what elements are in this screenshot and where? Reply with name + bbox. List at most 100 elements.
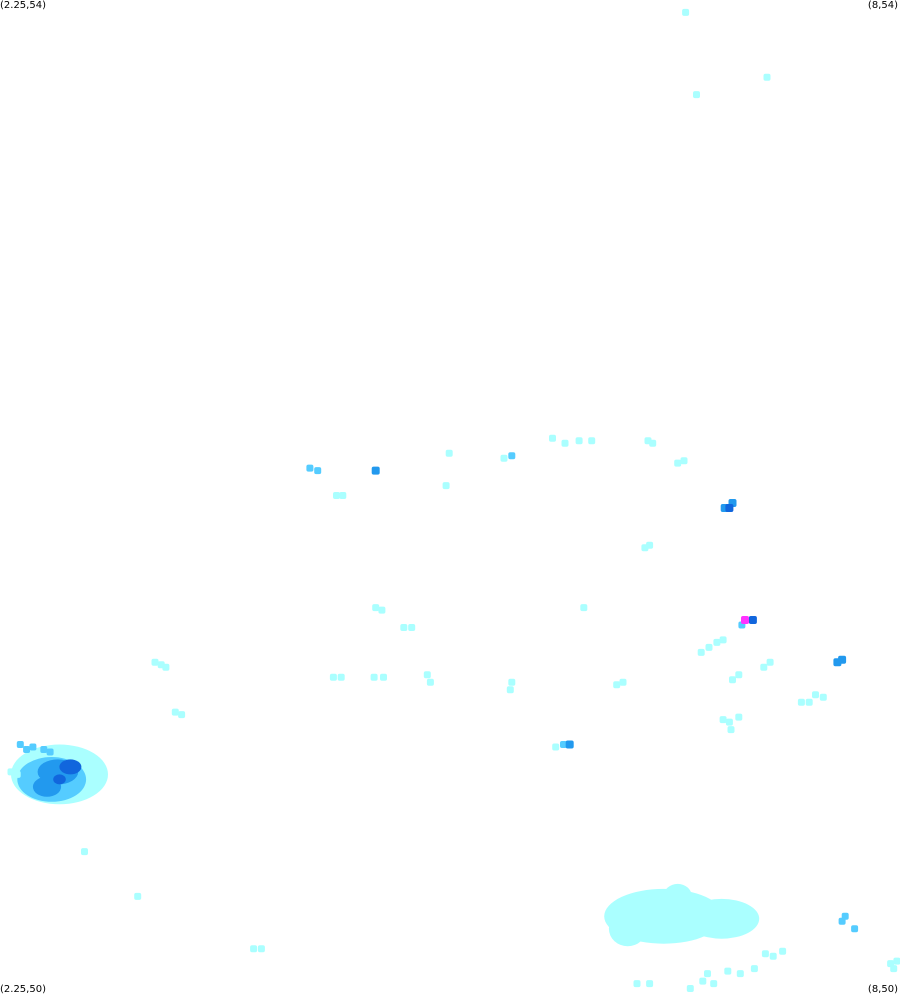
precip-cell-75 [13,770,21,778]
precip-cell-68 [565,740,574,749]
precip-cell-24 [646,541,654,549]
precip-cell-28 [408,624,416,631]
precip-cell-57 [805,698,813,706]
precip-cell-58 [812,691,819,699]
precip-cell-93 [890,965,898,973]
precip-cell-13 [588,437,596,445]
precip-cell-67 [560,741,567,748]
precip-cell-6 [445,449,453,457]
corner-label-bottom-left: (2.25,50) [0,984,46,995]
precip-cell-47 [506,686,514,694]
precip-cell-86 [724,967,732,975]
precip-cell-87 [736,970,744,978]
precip-cell-9 [508,452,516,460]
precip-cell-81 [838,917,846,925]
precip-cell-71 [29,743,37,751]
precip-cell-8 [500,454,508,462]
precip-cell-91 [710,980,718,988]
precip-cell-63 [727,726,735,734]
precip-cluster-7 [684,898,760,939]
precip-cell-26 [378,606,386,614]
precip-cell-94 [893,957,900,965]
precip-cell-90 [699,977,707,985]
precip-cell-11 [561,439,569,447]
precip-cell-2 [763,73,771,81]
precip-cell-12 [575,437,583,445]
precip-cell-39 [162,663,170,671]
precip-cell-35 [719,636,727,644]
precip-cell-31 [748,616,757,624]
precip-cell-53 [766,658,774,666]
precip-cell-15 [649,439,657,447]
precip-cell-49 [619,678,627,686]
precip-cell-50 [729,676,736,684]
precip-cell-65 [178,711,186,719]
corner-label-bottom-right: (8,50) [867,984,898,995]
precip-cell-0 [682,8,690,16]
precip-cell-61 [725,718,733,726]
precip-cell-48 [613,681,621,689]
precip-cell-40 [329,673,337,681]
precip-cell-21 [725,504,734,512]
precip-cell-17 [680,457,688,465]
precip-cell-88 [750,965,758,973]
precip-cell-30 [741,616,749,624]
precip-cell-70 [23,746,31,753]
precip-cell-16 [674,459,682,467]
precip-cell-82 [851,925,859,933]
precip-cell-27 [400,624,408,631]
precip-cell-52 [760,663,768,671]
precip-cluster-8 [608,911,647,947]
precip-cell-84 [769,952,777,960]
precip-cell-45 [426,678,434,686]
precip-cell-42 [370,673,378,681]
precip-cell-64 [171,708,179,716]
precipitation-clusters [11,744,760,947]
precip-cell-36 [697,648,705,656]
precip-cell-19 [339,492,347,499]
precip-cell-18 [333,492,340,499]
precip-cell-56 [797,698,805,706]
precip-cell-96 [646,980,654,988]
precip-cell-89 [704,970,711,978]
precip-cell-41 [337,673,345,681]
precip-cell-69 [16,741,24,748]
precip-cell-62 [735,713,743,721]
precip-cell-74 [7,768,15,776]
corner-label-top-left: (2.25,54) [0,0,46,11]
precip-cell-25 [372,604,380,612]
precip-cell-34 [713,638,721,646]
precip-cell-4 [314,467,322,475]
precip-cell-44 [423,671,431,679]
precip-cluster-4 [59,759,82,775]
precip-cell-97 [686,985,694,992]
precip-cell-66 [552,743,560,751]
precip-cell-55 [838,655,847,664]
precip-cluster-5 [53,774,66,785]
precip-cell-95 [633,980,641,988]
precip-cell-5 [371,466,380,475]
precip-cell-37 [151,658,159,666]
precip-cell-83 [761,950,769,958]
precip-cell-29 [580,604,588,612]
precip-cell-7 [442,482,450,490]
precip-cell-77 [134,892,142,900]
precip-cell-72 [40,746,48,753]
precip-cell-51 [735,671,743,679]
precip-cell-10 [549,434,556,442]
precip-cell-46 [508,678,516,686]
corner-label-top-right: (8,54) [867,0,898,11]
precip-cell-3 [306,464,314,472]
precip-cluster-9 [663,883,692,909]
precip-cell-60 [719,716,727,724]
precip-cell-85 [779,947,787,955]
precip-cell-78 [250,945,258,953]
precip-cell-43 [380,673,387,681]
precip-cell-1 [693,91,700,99]
precip-cell-76 [81,848,88,856]
precip-cell-59 [819,693,827,701]
precip-cell-33 [705,643,713,651]
precip-cell-73 [46,748,54,756]
